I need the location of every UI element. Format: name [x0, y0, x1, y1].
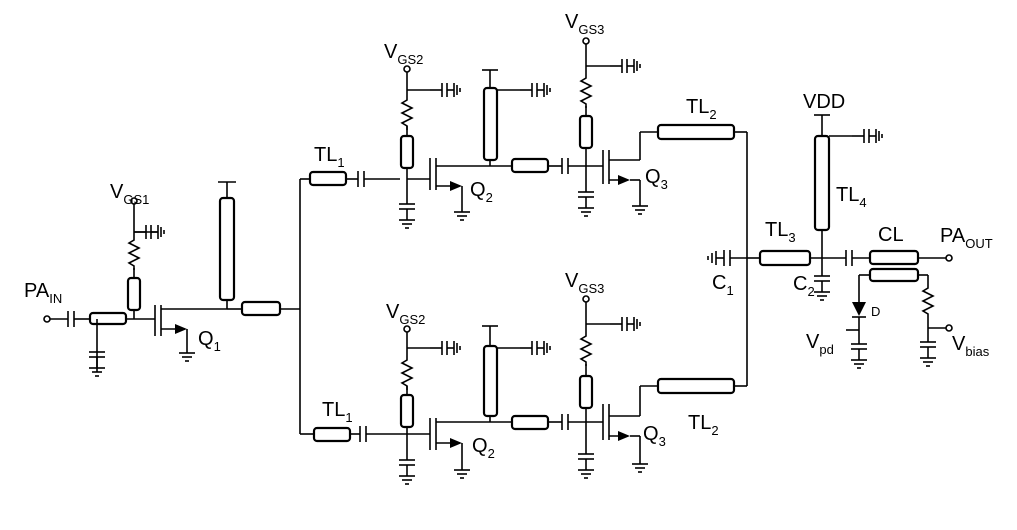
output-stage — [707, 114, 953, 369]
label-vdd: VDD — [803, 91, 845, 113]
label-vgs2-bottom: VGS2 — [386, 301, 425, 327]
label-diode: D — [871, 304, 880, 319]
input-stage — [43, 179, 301, 434]
label-c2: C2 — [793, 273, 815, 299]
label-q3-bottom: Q3 — [643, 423, 666, 449]
label-vgs1: VGS1 — [110, 181, 149, 207]
label-vpd: Vpd — [806, 331, 834, 357]
label-tl4: TL4 — [836, 184, 867, 210]
label-tl1-top: TL1 — [314, 144, 345, 170]
top-branch — [300, 37, 748, 386]
label-pa-in: PAIN — [24, 280, 62, 306]
label-q3-top: Q3 — [645, 166, 668, 192]
label-vgs3-top: VGS3 — [565, 11, 604, 37]
label-tl2-bottom: TL2 — [688, 412, 719, 438]
label-tl2-top: TL2 — [686, 96, 717, 122]
bottom-branch — [300, 295, 747, 485]
label-pa-out: PAOUT — [940, 225, 993, 251]
label-q1: Q1 — [198, 328, 221, 354]
label-q2-bottom: Q2 — [472, 435, 495, 461]
label-vgs2-top: VGS2 — [384, 41, 423, 67]
label-q2-top: Q2 — [470, 179, 493, 205]
label-cl: CL — [878, 224, 904, 246]
label-tl3: TL3 — [765, 219, 796, 245]
label-tl1-bottom: TL1 — [322, 399, 353, 425]
label-c1: C1 — [712, 272, 734, 298]
label-vgs3-bottom: VGS3 — [565, 270, 604, 296]
label-vbias: Vbias — [952, 333, 990, 359]
